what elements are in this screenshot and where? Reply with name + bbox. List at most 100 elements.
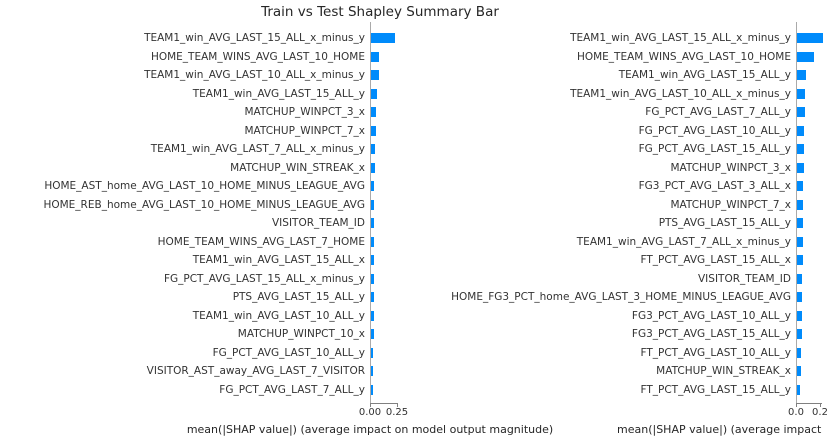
train-x-tick-0 <box>370 403 371 407</box>
bar-area <box>796 214 831 233</box>
ytick-label: FG3_PCT_AVG_LAST_15_ALL_y <box>631 328 791 341</box>
bar-row: TEAM1_win_AVG_LAST_15_ALL_y <box>413 66 831 85</box>
bar-area <box>796 196 831 215</box>
bar-row: MATCHUP_WIN_STREAK_x <box>0 159 405 178</box>
ytick-label: MATCHUP_WINPCT_10_x <box>237 328 365 341</box>
ytick-label: FG_PCT_AVG_LAST_10_ALL_y <box>212 346 365 359</box>
ytick-label: MATCHUP_WINPCT_7_x <box>244 124 365 137</box>
test-y-axis-spine <box>796 22 797 403</box>
bar-row: TEAM1_win_AVG_LAST_15_ALL_x_minus_y <box>413 29 831 48</box>
bar <box>371 366 374 377</box>
bar-row: TEAM1_win_AVG_LAST_10_ALL_x_minus_y <box>0 66 405 85</box>
ytick-label: MATCHUP_WINPCT_3_x <box>244 106 365 119</box>
train-y-axis-spine <box>370 22 371 403</box>
ytick-label: TEAM1_win_AVG_LAST_10_ALL_x_minus_y <box>570 87 791 100</box>
bar <box>371 218 375 229</box>
bar-row: TEAM1_win_AVG_LAST_7_ALL_x_minus_y <box>413 233 831 252</box>
bar-area <box>370 29 405 48</box>
bar-row: VISITOR_AST_away_AVG_LAST_7_VISITOR <box>0 362 405 381</box>
bar-area <box>796 29 831 48</box>
bar-row: FG3_PCT_AVG_LAST_15_ALL_y <box>413 325 831 344</box>
bar-row: FT_PCT_AVG_LAST_15_ALL_y <box>413 381 831 400</box>
ytick-label: TEAM1_win_AVG_LAST_15_ALL_x_minus_y <box>144 32 365 45</box>
bar <box>371 199 375 210</box>
bar-row: MATCHUP_WINPCT_10_x <box>0 325 405 344</box>
ytick-label: FG3_PCT_AVG_LAST_10_ALL_y <box>631 309 791 322</box>
ytick-label: HOME_FG3_PCT_home_AVG_LAST_3_HOME_MINUS_… <box>451 291 791 304</box>
test-x-axis-label: mean(|SHAP value|) (average impact <box>617 423 822 436</box>
bar <box>371 236 374 247</box>
bar-row: FT_PCT_AVG_LAST_15_ALL_x <box>413 251 831 270</box>
bar-area <box>370 325 405 344</box>
bar <box>797 273 803 284</box>
bar <box>797 162 804 173</box>
ytick-label: HOME_TEAM_WINS_AVG_LAST_10_HOME <box>576 50 791 63</box>
bar <box>797 347 802 358</box>
ytick-label: FG_PCT_AVG_LAST_10_ALL_y <box>638 124 791 137</box>
bar-row: TEAM1_win_AVG_LAST_15_ALL_x_minus_y <box>0 29 405 48</box>
ytick-label: TEAM1_win_AVG_LAST_15_ALL_y <box>618 69 791 82</box>
bar-area <box>796 307 831 326</box>
ytick-label: HOME_TEAM_WINS_AVG_LAST_7_HOME <box>157 235 365 248</box>
chart-title: Train vs Test Shapley Summary Bar <box>261 4 499 20</box>
ytick-label: VISITOR_AST_away_AVG_LAST_7_VISITOR <box>146 365 365 378</box>
bar-row: FG_PCT_AVG_LAST_10_ALL_y <box>413 122 831 141</box>
bar-row: FG_PCT_AVG_LAST_7_ALL_y <box>413 103 831 122</box>
bar-area <box>796 251 831 270</box>
bar-area <box>796 288 831 307</box>
ytick-label: TEAM1_win_AVG_LAST_7_ALL_x_minus_y <box>150 143 365 156</box>
ytick-label: PTS_AVG_LAST_15_ALL_y <box>232 291 365 304</box>
bar-row: HOME_FG3_PCT_home_AVG_LAST_3_HOME_MINUS_… <box>413 288 831 307</box>
bar <box>797 329 802 340</box>
bar-area <box>370 362 405 381</box>
bar-row: TEAM1_win_AVG_LAST_7_ALL_x_minus_y <box>0 140 405 159</box>
bar <box>797 218 803 229</box>
bar-row: TEAM1_win_AVG_LAST_15_ALL_y <box>0 85 405 104</box>
bar-row: FG3_PCT_AVG_LAST_10_ALL_y <box>413 307 831 326</box>
bar <box>797 236 803 247</box>
bar <box>797 88 806 99</box>
bar <box>797 144 805 155</box>
bar-area <box>370 103 405 122</box>
bar-row: HOME_AST_home_AVG_LAST_10_HOME_MINUS_LEA… <box>0 177 405 196</box>
bar-area <box>370 251 405 270</box>
bar-row: TEAM1_win_AVG_LAST_10_ALL_x_minus_y <box>413 85 831 104</box>
bar-area <box>796 325 831 344</box>
bar <box>797 199 803 210</box>
test-x-tick-1 <box>820 403 821 407</box>
ytick-label: TEAM1_win_AVG_LAST_10_ALL_y <box>192 309 365 322</box>
ytick-label: FG_PCT_AVG_LAST_15_ALL_x_minus_y <box>163 272 365 285</box>
train-x-tick-1 <box>397 403 398 407</box>
test-x-ticklabel-0: 0.0 <box>788 407 804 418</box>
bar-row: FT_PCT_AVG_LAST_10_ALL_y <box>413 344 831 363</box>
bar <box>371 162 375 173</box>
bar-area <box>796 177 831 196</box>
bar-row: PTS_AVG_LAST_15_ALL_y <box>413 214 831 233</box>
bar <box>797 51 814 62</box>
bar-area <box>796 85 831 104</box>
ytick-label: TEAM1_win_AVG_LAST_15_ALL_y <box>192 87 365 100</box>
test-x-axis-line <box>796 403 822 404</box>
ytick-label: FG_PCT_AVG_LAST_7_ALL_y <box>219 383 365 396</box>
bar <box>371 51 379 62</box>
bar <box>797 33 824 44</box>
bar-row: HOME_REB_home_AVG_LAST_10_HOME_MINUS_LEA… <box>0 196 405 215</box>
bar-row: MATCHUP_WINPCT_3_x <box>0 103 405 122</box>
ytick-label: VISITOR_TEAM_ID <box>698 272 791 285</box>
bar <box>371 33 396 44</box>
bar <box>797 107 805 118</box>
bar-area <box>370 288 405 307</box>
bar-area <box>796 48 831 67</box>
bar <box>371 255 374 266</box>
bar-row: VISITOR_TEAM_ID <box>413 270 831 289</box>
bar-area <box>796 270 831 289</box>
bar-row: FG3_PCT_AVG_LAST_3_ALL_x <box>413 177 831 196</box>
bar <box>371 144 376 155</box>
bar-area <box>796 103 831 122</box>
ytick-label: FT_PCT_AVG_LAST_10_ALL_y <box>640 346 792 359</box>
bar-area <box>796 140 831 159</box>
bar-row: TEAM1_win_AVG_LAST_15_ALL_x <box>0 251 405 270</box>
bar-area <box>370 214 405 233</box>
